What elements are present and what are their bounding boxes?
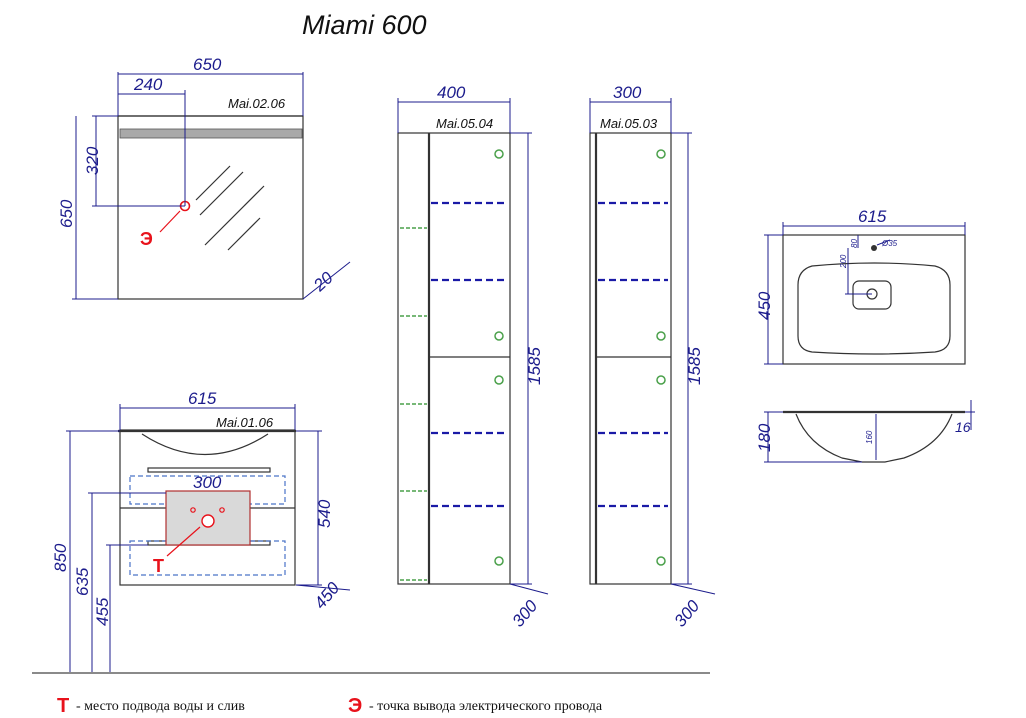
mirror-offset-x-label: 240	[133, 75, 163, 94]
column-400-knob	[494, 331, 504, 341]
column-400-width-label: 400	[437, 83, 466, 102]
water-marker-label: T	[153, 556, 164, 576]
column-300-outline	[589, 132, 672, 585]
column-400-code: Mai.05.04	[436, 116, 493, 131]
water-inlet-point	[219, 507, 225, 513]
cabinet-drawing: T 615 Mai.01.06 300 540 450 850 635 455	[51, 389, 351, 672]
mirror-reflection-line	[199, 171, 244, 216]
column-300-knob	[656, 149, 666, 159]
cabinet-inner-width-label: 300	[193, 473, 222, 492]
faucet-hole	[871, 245, 877, 251]
column-400-knob	[494, 556, 504, 566]
mirror-depth-label: 20	[309, 268, 337, 296]
cabinet-width-label: 615	[188, 389, 217, 408]
dim-line-depth	[295, 584, 351, 591]
legend: Т - место подвода воды и слив Э - точка …	[57, 695, 603, 717]
basin-hole-dim-a: 200	[839, 254, 848, 269]
legend-t-symbol: Т	[57, 695, 69, 717]
mirror-outline	[117, 115, 304, 300]
legend-t-text: - место подвода воды и слив	[76, 699, 245, 714]
mirror-height-label: 650	[57, 199, 76, 228]
column-300-code: Mai.05.03	[600, 116, 658, 131]
water-leader-line	[166, 526, 201, 557]
outlet-leader-line	[159, 210, 181, 233]
cabinet-total-height-label: 850	[51, 543, 70, 572]
column-300-drawing: 300 Mai.05.03 1585 300	[589, 83, 716, 631]
mirror-offset-y-label: 320	[83, 146, 102, 175]
basin-hole-diameter: Ø35	[881, 239, 898, 248]
dim-line-depth	[509, 583, 549, 595]
basin-depth-label: 450	[755, 291, 774, 320]
mirror-code: Mai.02.06	[228, 96, 286, 111]
column-400-depth-label: 300	[509, 596, 542, 630]
water-inlet-point	[190, 507, 196, 513]
column-400-knob	[494, 375, 504, 385]
mirror-reflection-line	[227, 217, 261, 251]
basin-side-view: 160 180 16	[755, 400, 975, 463]
column-400-drawing: 400 Mai.05.04 1585 300	[397, 83, 549, 631]
drawer-handle-top	[147, 467, 271, 473]
dim-tiny	[876, 239, 891, 246]
drain-point	[201, 514, 215, 528]
column-300-width-label: 300	[613, 83, 642, 102]
basin-width-label: 615	[858, 207, 887, 226]
basin-top-view: 200 80 Ø35 615 450	[755, 207, 966, 365]
mirror-reflection-line	[195, 165, 231, 201]
mirror-width-label: 650	[193, 55, 222, 74]
basin-rim-label: 16	[955, 419, 971, 435]
cabinet-height-label: 540	[315, 499, 334, 528]
column-300-height-label: 1585	[685, 347, 704, 385]
basin-side-profile	[795, 413, 953, 463]
cabinet-code: Mai.01.06	[216, 415, 274, 430]
basin-hole-dim-b: 80	[850, 239, 859, 248]
basin-bowl-outline	[141, 433, 269, 456]
page-title: Miami 600	[302, 10, 427, 40]
basin-bowl-depth: 160	[865, 430, 874, 444]
basin-height-label: 180	[755, 423, 774, 452]
column-300-knob	[656, 556, 666, 566]
faucet-platform	[852, 280, 892, 310]
column-300-knob	[656, 375, 666, 385]
column-300-depth-label: 300	[671, 596, 704, 630]
column-400-outline	[397, 132, 511, 585]
column-300-knob	[656, 331, 666, 341]
lower-drawer-inner	[129, 540, 286, 576]
basin-bowl	[797, 262, 951, 355]
legend-e-symbol: Э	[348, 695, 362, 717]
dim-line-depth	[302, 261, 351, 300]
column-400-height-label: 1585	[525, 347, 544, 385]
cabinet-depth-label: 450	[311, 578, 344, 612]
mirror-reflection-line	[204, 185, 265, 246]
cabinet-height-455-label: 455	[93, 597, 112, 626]
cabinet-height-635-label: 635	[73, 567, 92, 596]
mirror-drawing: Э 650 240 Mai.02.06 320 650 20	[57, 55, 351, 300]
outlet-marker-label: Э	[140, 229, 153, 249]
basin-outline	[782, 234, 966, 365]
mirror-light-bar	[119, 128, 303, 139]
column-400-knob	[494, 149, 504, 159]
legend-e-text: - точка вывода электрического провода	[369, 699, 603, 714]
dim-line-depth	[670, 583, 716, 595]
